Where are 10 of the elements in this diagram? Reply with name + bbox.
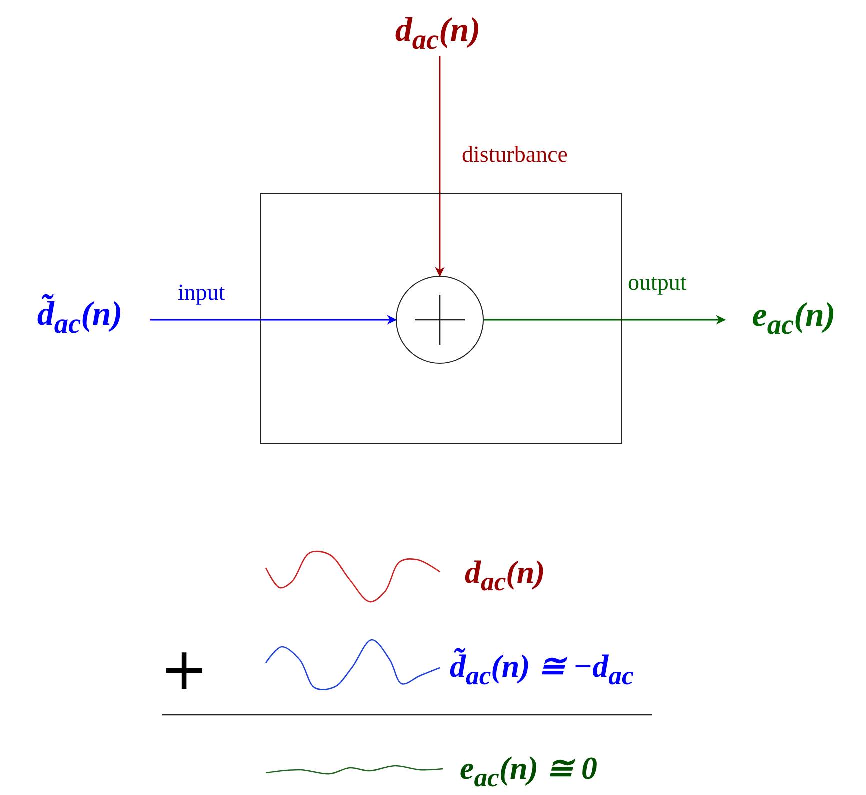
system-box (260, 193, 622, 444)
plus-sign: + (160, 640, 209, 698)
arrow (435, 56, 445, 277)
equation: e$_{ac}$(n) ≅ 0 (460, 752, 598, 792)
signal-label: e$_{ac}$(n) (725, 299, 863, 341)
signal-label: d$_{ac}$(n) (372, 14, 504, 56)
equation: d$_{ac}$(n) (465, 556, 546, 596)
arrow (150, 315, 397, 325)
equation: d̃$_{ac}$(n) ≅ −d$_{ac}$ (450, 650, 634, 690)
arrow (484, 315, 726, 325)
